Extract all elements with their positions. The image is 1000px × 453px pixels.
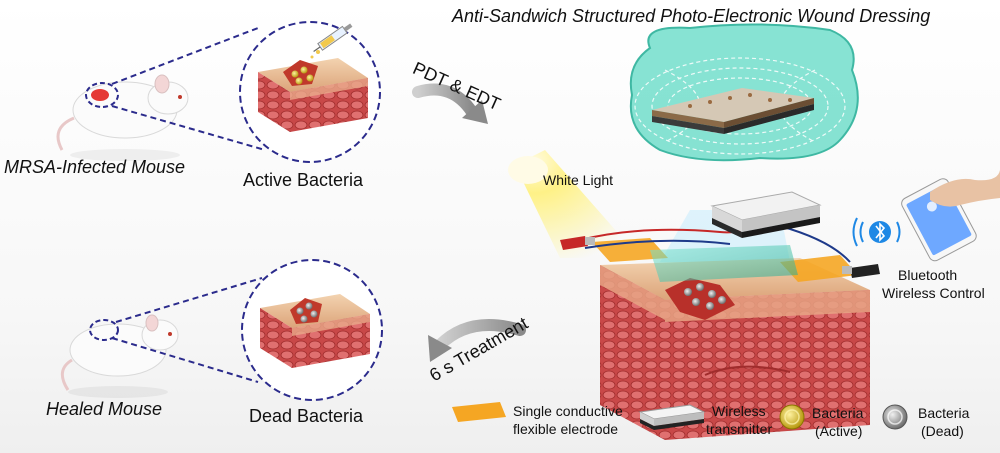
legend-electrode-icon <box>452 402 506 422</box>
top-arrow-shaft <box>412 83 478 118</box>
healed-mouse <box>60 314 179 398</box>
zoom-line-top-upper <box>111 27 259 85</box>
wireless-transmitter <box>710 191 822 238</box>
legend-transmitter-icon <box>638 404 706 430</box>
smartphone <box>901 178 977 262</box>
infected-mouse <box>56 74 189 161</box>
hand <box>930 170 1000 207</box>
infection-site-marker <box>85 82 119 108</box>
bluetooth-signal <box>852 217 901 247</box>
bottom-arrow-head <box>428 335 452 362</box>
diagram-title: Anti-Sandwich Structured Photo-Electroni… <box>452 6 931 26</box>
healed-site-marker <box>89 319 119 341</box>
legend-dead-line1: Bacteria <box>918 405 970 421</box>
bluetooth-label-line1: Bluetooth <box>898 267 958 283</box>
infected-mouse-label: MRSA-Infected Mouse <box>4 157 186 177</box>
bottom-arrow-shaft <box>434 319 526 351</box>
clip-right <box>842 264 880 278</box>
bluetooth-label-line2: Wireless Control <box>882 285 985 301</box>
dressing-illustration <box>629 23 859 162</box>
white-light-label: White Light <box>543 172 614 188</box>
legend-transmitter-line1: Wireless <box>712 403 766 419</box>
top-arrow-head <box>462 100 488 124</box>
dressing-on-wound <box>650 245 798 282</box>
zoom-line-top-lower <box>111 105 266 151</box>
zoom-line-bottom-lower <box>111 337 259 383</box>
legend-bacteria-active-icon <box>779 404 805 430</box>
active-bacteria-zoom <box>239 21 381 163</box>
legend-active-line1: Bacteria <box>812 405 864 421</box>
electrode-right <box>780 255 858 282</box>
legend-dead-line2: (Dead) <box>921 423 964 439</box>
dead-bacteria-zoom <box>241 259 383 401</box>
legend-active-line2: (Active) <box>815 423 863 439</box>
legend-transmitter-line2: transmitter <box>706 421 773 437</box>
legend-bacteria-dead-icon <box>882 404 908 430</box>
clip-left <box>560 236 595 250</box>
dead-bacteria-label: Dead Bacteria <box>249 406 364 426</box>
white-light-beam <box>508 150 640 258</box>
legend-electrode-line2: flexible electrode <box>513 421 619 437</box>
legend-electrode-line1: Single conductive <box>513 403 623 419</box>
active-bacteria-label: Active Bacteria <box>243 170 364 190</box>
healed-mouse-label: Healed Mouse <box>46 399 163 419</box>
wire-blue-left <box>584 239 731 249</box>
zoom-line-bottom-upper <box>115 277 263 323</box>
